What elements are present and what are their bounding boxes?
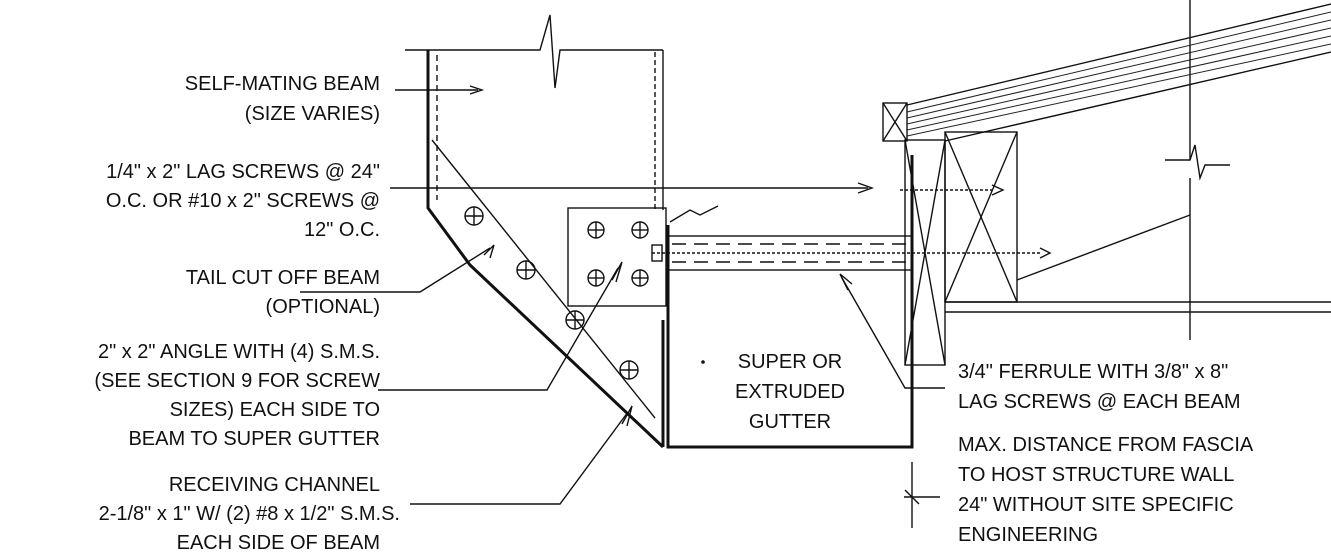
angle-plate — [567, 207, 667, 307]
tail-cut-label-line-2: (OPTIONAL) — [266, 296, 380, 318]
screw-icon — [631, 269, 649, 287]
max-distance-label-line-2: TO HOST STRUCTURE WALL — [958, 464, 1234, 486]
ferrule-label-line-2: LAG SCREWS @ EACH BEAM — [958, 391, 1241, 413]
tail-cut-label-line-1: TAIL CUT OFF BEAM — [186, 267, 380, 289]
angle-label-line-4: BEAM TO SUPER GUTTER — [128, 428, 380, 450]
screw-icon — [619, 360, 639, 380]
lag-screws-label-line-1: 1/4" x 2" LAG SCREWS @ 24" — [106, 161, 380, 183]
fascia-and-rafter — [882, 0, 1331, 366]
lag-screws-label-line-3: 12" O.C. — [304, 219, 380, 241]
ferrule-label-line-1: 3/4" FERRULE WITH 3/8" x 8" — [958, 361, 1228, 383]
max-distance-label-line-1: MAX. DISTANCE FROM FASCIA — [958, 434, 1254, 456]
leader-lines — [300, 85, 945, 505]
super-gutter — [666, 155, 914, 449]
screw-icon — [565, 310, 585, 330]
receiving-channel-label-line-1: RECEIVING CHANNEL — [169, 474, 380, 496]
annotation-labels: SELF-MATING BEAM (SIZE VARIES) 1/4" x 2"… — [94, 73, 1253, 554]
self-mating-beam-label-line-1: SELF-MATING BEAM — [185, 73, 380, 95]
gutter-label-line-1: SUPER OR — [738, 351, 842, 373]
beam-screws — [464, 206, 639, 380]
max-distance-label-line-3: 24" WITHOUT SITE SPECIFIC — [958, 494, 1234, 516]
lag-screws-label-line-2: O.C. OR #10 x 2" SCREWS @ — [106, 190, 380, 212]
angle-label-line-1: 2" x 2" ANGLE WITH (4) S.M.S. — [98, 341, 380, 363]
gutter-label-line-2: EXTRUDED — [735, 381, 845, 403]
screw-icon — [587, 269, 605, 287]
self-mating-beam-label-line-2: (SIZE VARIES) — [245, 103, 380, 125]
screw-icon — [631, 221, 649, 239]
screw-icon — [587, 221, 605, 239]
gutter-label-line-3: GUTTER — [749, 411, 831, 433]
receiving-channel-label-line-2: 2-1/8" x 1" W/ (2) #8 x 1/2" S.M.S. — [99, 503, 400, 525]
angle-label-line-2: (SEE SECTION 9 FOR SCREW — [94, 370, 380, 392]
screw-icon — [516, 260, 536, 280]
speck-dot — [701, 360, 705, 364]
max-distance-label-line-4: ENGINEERING — [958, 524, 1098, 546]
angle-label-line-3: SIZES) EACH SIDE TO — [170, 399, 380, 421]
screw-icon — [464, 206, 484, 226]
receiving-channel-label-line-3: EACH SIDE OF BEAM — [177, 532, 380, 554]
self-mating-beam — [405, 14, 665, 449]
dimension-marker — [904, 462, 940, 528]
ferrule-assembly — [651, 184, 1052, 271]
